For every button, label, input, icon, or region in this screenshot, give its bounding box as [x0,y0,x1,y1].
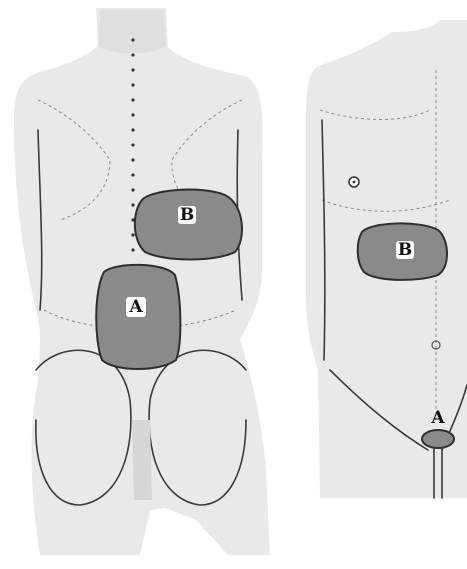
front-region-a-label: A [430,408,445,428]
front-view-figure: B A [306,20,467,498]
back-region-b-label: B [180,205,194,225]
front-region-b-label: B [398,240,412,260]
back-gluteal-cleft [132,420,152,500]
back-view-figure: B A [14,8,270,555]
back-region-a-label: A [128,297,143,317]
front-region-a [422,430,454,448]
back-neck-shade [98,10,166,54]
front-nipple-center [353,181,356,184]
